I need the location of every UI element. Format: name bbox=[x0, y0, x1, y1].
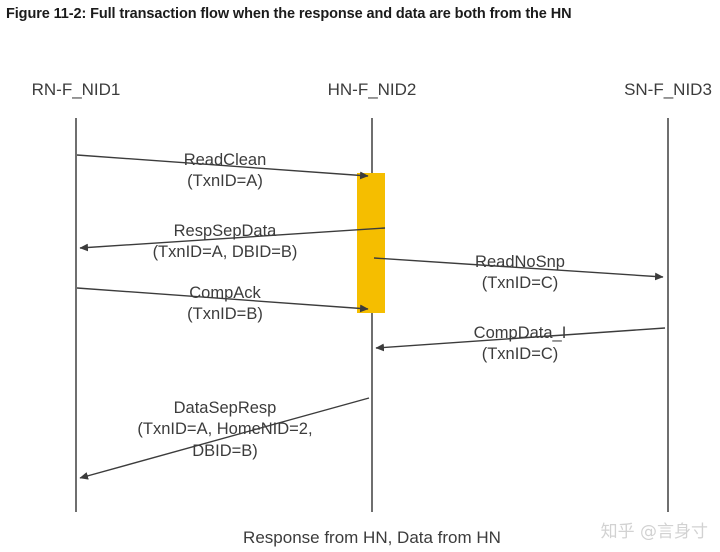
message-line-2: (TxnID=A, HomeNID=2, bbox=[137, 420, 313, 439]
message-label-readnosnp: ReadNoSnp (TxnID=C) bbox=[475, 252, 565, 295]
arrow-compack bbox=[76, 287, 369, 313]
arrow-respsepdata bbox=[79, 227, 386, 252]
lifeline-hn-f-nid2 bbox=[371, 118, 373, 512]
message-line-1: RespSepData bbox=[173, 222, 277, 240]
message-line-2: (TxnID=B) bbox=[187, 305, 263, 324]
activation-bar-hn bbox=[357, 173, 385, 313]
arrow-readnosnp bbox=[373, 257, 664, 281]
message-label-compdata-i: CompData_I (TxnID=C) bbox=[474, 323, 567, 366]
lifeline-sn-f-nid3 bbox=[667, 118, 669, 512]
message-label-readclean: ReadClean (TxnID=A) bbox=[184, 150, 267, 193]
figure-caption: Response from HN, Data from HN bbox=[243, 528, 501, 547]
lifeline-header-rn-f-nid1: RN-F_NID1 bbox=[31, 80, 121, 99]
message-line-2: (TxnID=C) bbox=[481, 274, 559, 293]
message-line-3: DBID=B) bbox=[192, 441, 258, 460]
message-line-1: DataSepResp bbox=[173, 399, 277, 417]
message-label-datasepresp: DataSepResp (TxnID=A, HomeNID=2, DBID=B) bbox=[137, 398, 312, 462]
figure-title: Figure 11-2: Full transaction flow when … bbox=[6, 6, 572, 22]
arrow-readclean bbox=[76, 154, 369, 180]
message-line-2: (TxnID=C) bbox=[481, 345, 559, 364]
message-line-1: CompData_I bbox=[473, 324, 567, 342]
lifeline-header-hn-f-nid2: HN-F_NID2 bbox=[327, 80, 417, 99]
arrow-compdata-i bbox=[375, 327, 666, 352]
watermark: 知乎 @言身寸 bbox=[600, 522, 708, 542]
message-line-2: (TxnID=A, DBID=B) bbox=[152, 243, 298, 262]
message-line-2: (TxnID=A) bbox=[187, 172, 263, 191]
message-line-1: ReadNoSnp bbox=[475, 253, 565, 271]
message-label-respsepdata: RespSepData (TxnID=A, DBID=B) bbox=[153, 221, 298, 264]
lifeline-header-sn-f-nid3: SN-F_NID3 bbox=[624, 80, 712, 99]
lifeline-rn-f-nid1 bbox=[75, 118, 77, 512]
arrow-datasepresp bbox=[79, 397, 370, 480]
message-line-1: ReadClean bbox=[183, 151, 267, 169]
message-label-compack: CompAck (TxnID=B) bbox=[187, 283, 263, 326]
message-line-1: CompAck bbox=[189, 284, 261, 302]
